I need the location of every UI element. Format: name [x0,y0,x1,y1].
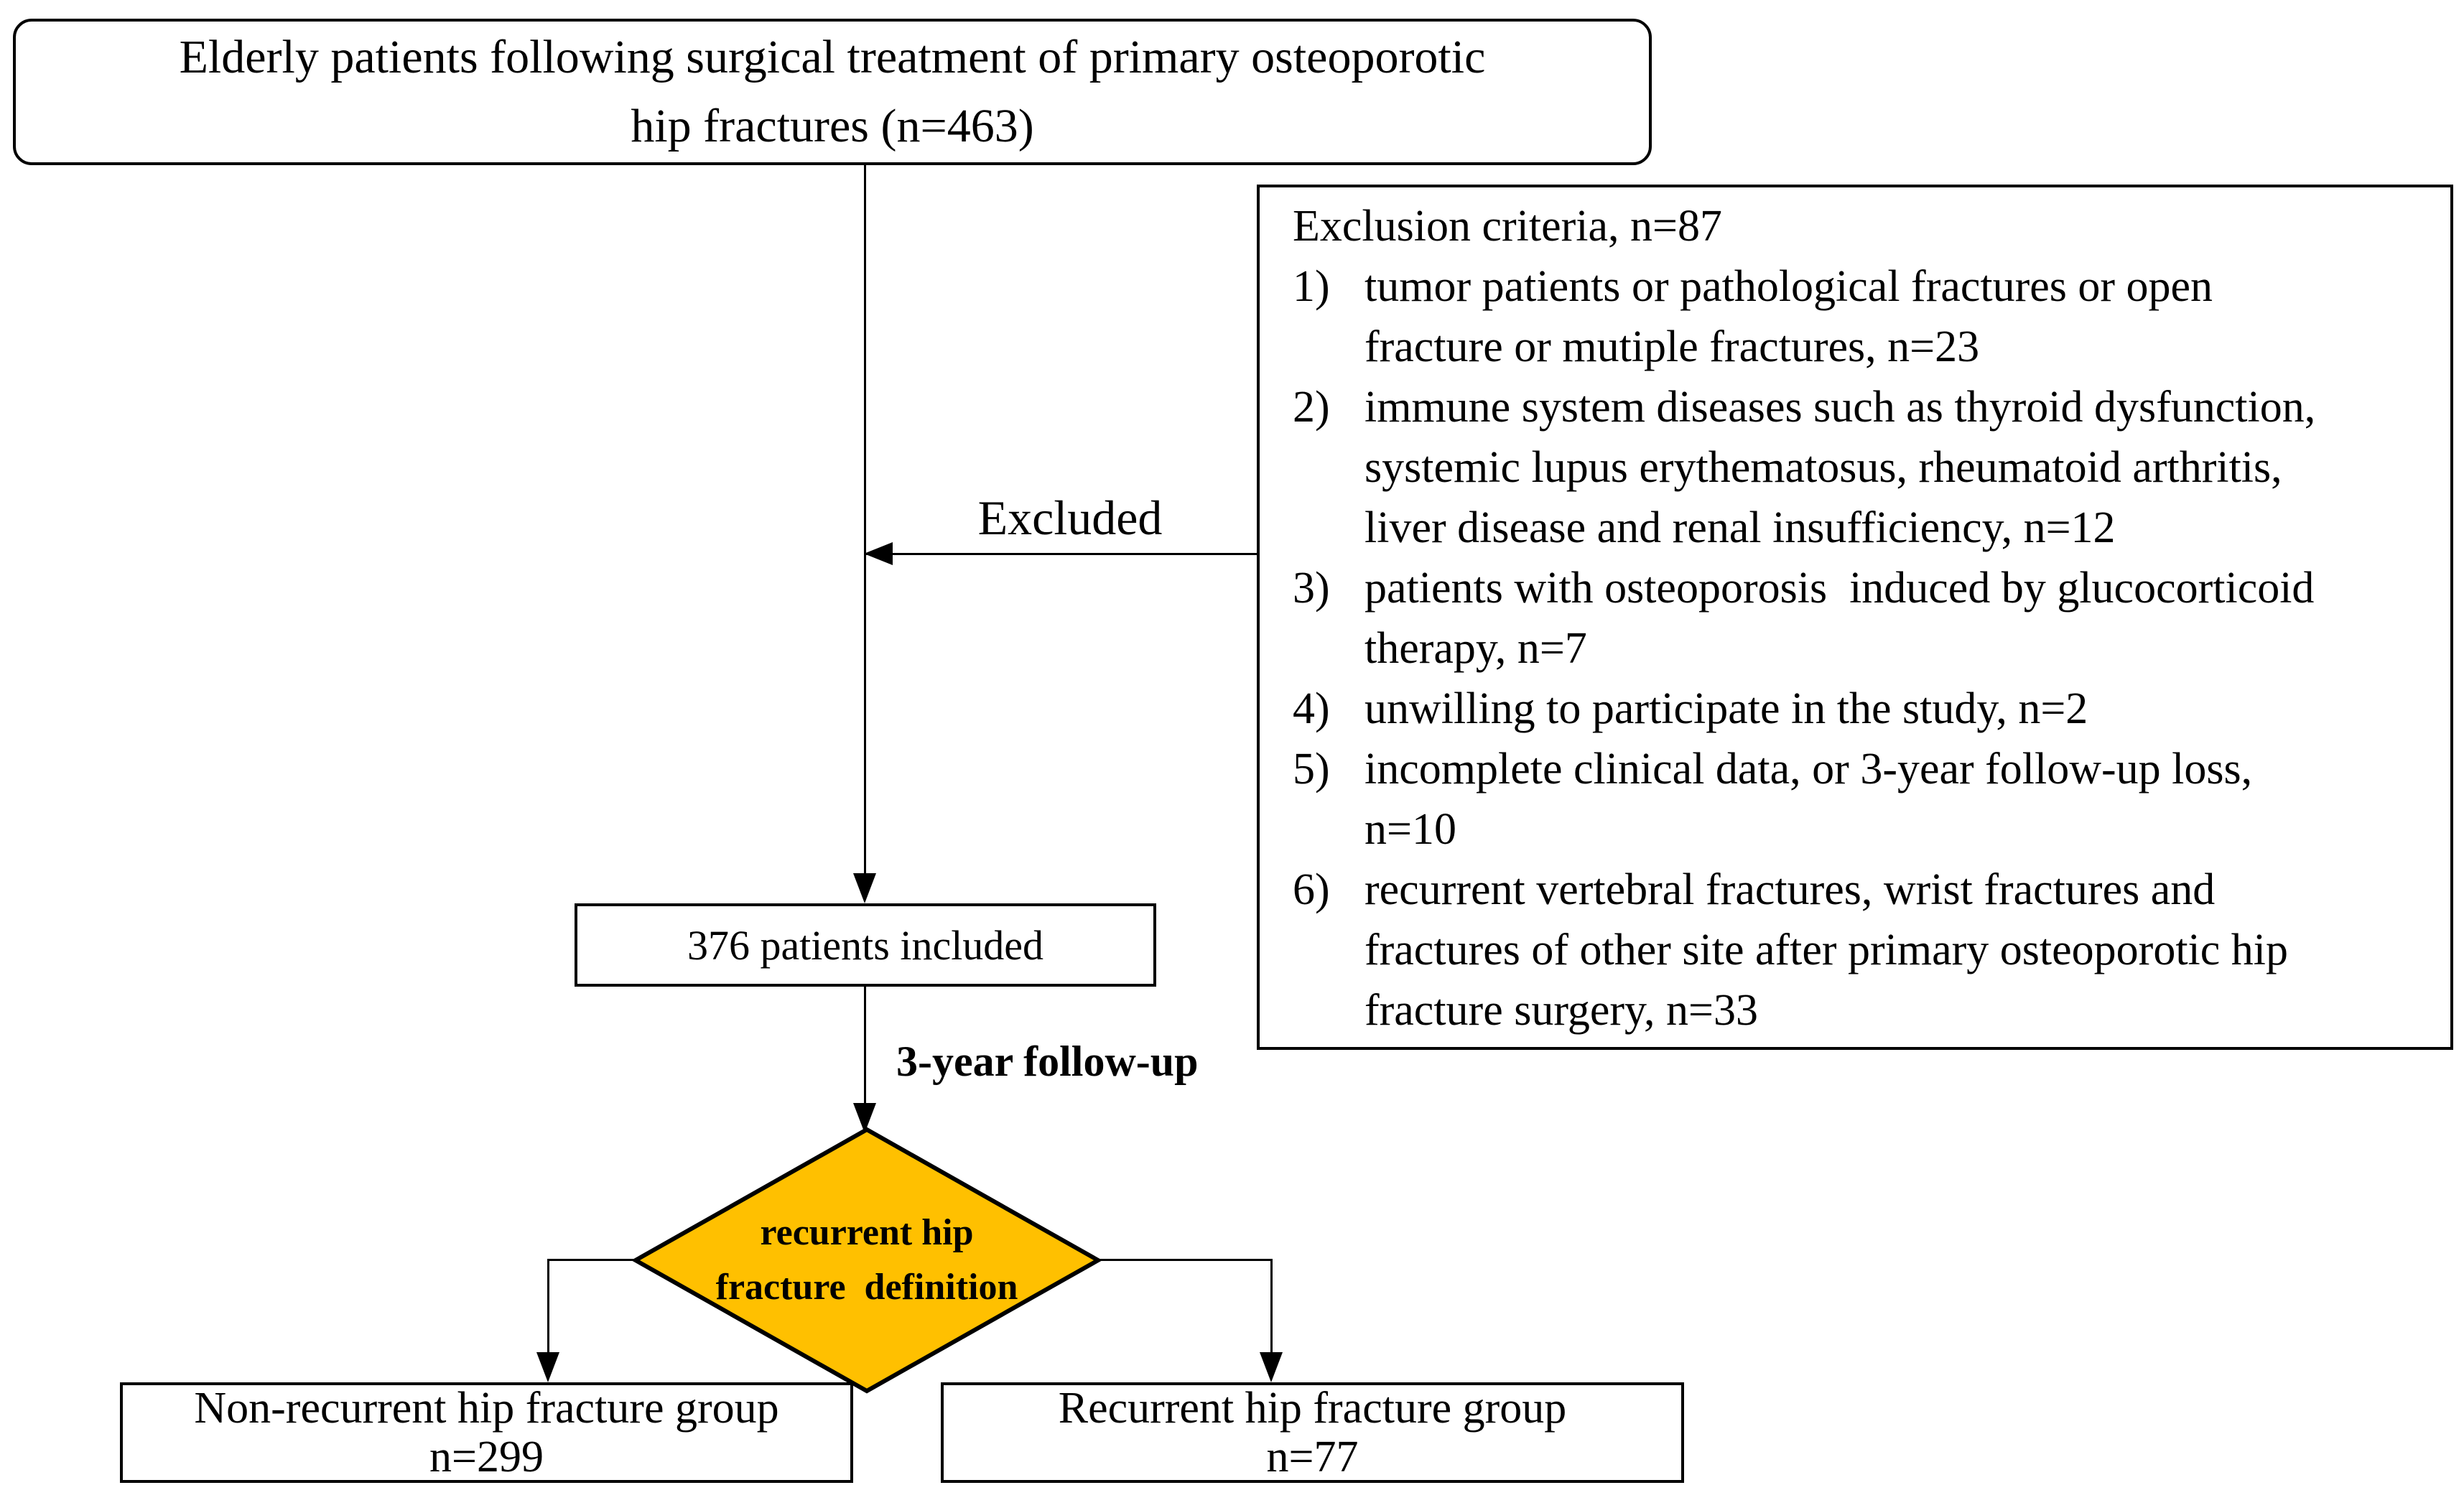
decision-diamond-shape [632,1127,1102,1394]
exclusion-item-line: fracture surgery, n=33 [1365,986,1758,1035]
exclusion-item-line: n=10 [1365,805,1456,854]
arrowhead-into-nonrecurrent-box [536,1352,559,1382]
exclusion-item-line: fractures of other site after primary os… [1365,926,2289,974]
followup-label: 3-year follow-up [896,1038,1199,1085]
exclusion-item: 4) unwilling to participate in the study… [1293,679,2445,739]
arrowhead-into-recurrent-box [1260,1352,1283,1382]
exclusion-heading: Exclusion criteria, n=87 [1293,202,1722,251]
diamond-polygon [632,1127,1102,1394]
cohort-box-line1: Elderly patients following surgical trea… [179,31,1486,83]
nonrecurrent-group-box: Non-recurrent hip fracture group n=299 [120,1382,853,1483]
exclusion-item-number: 1) [1293,262,1330,311]
exclusion-item-line: liver disease and renal insufficiency, n… [1365,503,2116,552]
exclusion-item: 3) patients with osteoporosis induced by… [1293,558,2445,679]
cohort-box-line2: hip fractures (n=463) [631,100,1034,152]
exclusion-item-line: systemic lupus erythematosus, rheumatoid… [1365,443,2282,492]
nonrecurrent-group-line1: Non-recurrent hip fracture group [194,1384,779,1433]
connector-decision-right-horizontal [1097,1259,1273,1261]
connector-decision-left-horizontal [547,1259,635,1261]
exclusion-item-line: recurrent vertebral fractures, wrist fra… [1365,865,2216,914]
exclusion-item-number: 2) [1293,383,1330,432]
cohort-box: Elderly patients following surgical trea… [13,19,1652,165]
exclusion-item-line: therapy, n=7 [1365,624,1587,673]
exclusion-item-number: 5) [1293,745,1330,793]
connector-decision-left-vertical [547,1259,549,1352]
arrowhead-into-included-box [853,873,876,903]
exclusion-item-line: incomplete clinical data, or 3-year foll… [1365,745,2253,793]
arrowhead-excluded [864,542,893,565]
exclusion-item-line: fracture or mutiple fractures, n=23 [1365,322,1980,371]
exclusion-item: 1) tumor patients or pathological fractu… [1293,256,2445,377]
exclusion-item-text: immune system diseases such as thyroid d… [1365,377,2315,558]
exclusion-criteria-box: Exclusion criteria, n=87 1) tumor patien… [1257,185,2453,1050]
exclusion-item: 6) recurrent vertebral fractures, wrist … [1293,860,2445,1041]
exclusion-item-text: tumor patients or pathological fractures… [1365,256,2213,377]
exclusion-item-number: 3) [1293,564,1330,613]
decision-diamond-label: recurrent hip fracture definition [632,1126,1102,1395]
exclusion-item-line: tumor patients or pathological fractures… [1365,262,2213,311]
recurrent-group-line1: Recurrent hip fracture group [1058,1384,1567,1433]
exclusion-item-text: patients with osteoporosis induced by gl… [1365,558,2314,679]
recurrent-group-box: Recurrent hip fracture group n=77 [941,1382,1684,1483]
included-box: 376 patients included [575,903,1156,987]
arrowhead-into-decision [853,1103,876,1133]
recurrent-group-line2: n=77 [1266,1433,1359,1481]
exclusion-item-line: patients with osteoporosis induced by gl… [1365,564,2315,613]
exclusion-item: 5) incomplete clinical data, or 3-year f… [1293,739,2445,860]
decision-line1: recurrent hip [760,1212,974,1253]
included-box-text: 376 patients included [687,921,1044,969]
decision-line2: fracture definition [715,1267,1018,1308]
exclusion-item-number: 6) [1293,865,1330,914]
exclusion-item-text: unwilling to participate in the study, n… [1365,679,2088,739]
nonrecurrent-group-line2: n=299 [429,1433,544,1481]
connector-included-to-decision [864,987,866,1103]
exclusion-item: 2) immune system diseases such as thyroi… [1293,377,2445,558]
connector-exclusion-to-flow [865,553,1257,555]
exclusion-item-line: immune system diseases such as thyroid d… [1365,383,2316,432]
excluded-label: Excluded [977,490,1163,545]
connector-cohort-to-included [864,165,866,883]
exclusion-item-line: unwilling to participate in the study, n… [1365,684,2088,733]
exclusion-item-number: 4) [1293,684,1330,733]
exclusion-item-text: incomplete clinical data, or 3-year foll… [1365,739,2252,860]
connector-decision-right-vertical [1270,1259,1273,1352]
exclusion-item-text: recurrent vertebral fractures, wrist fra… [1365,860,2288,1041]
